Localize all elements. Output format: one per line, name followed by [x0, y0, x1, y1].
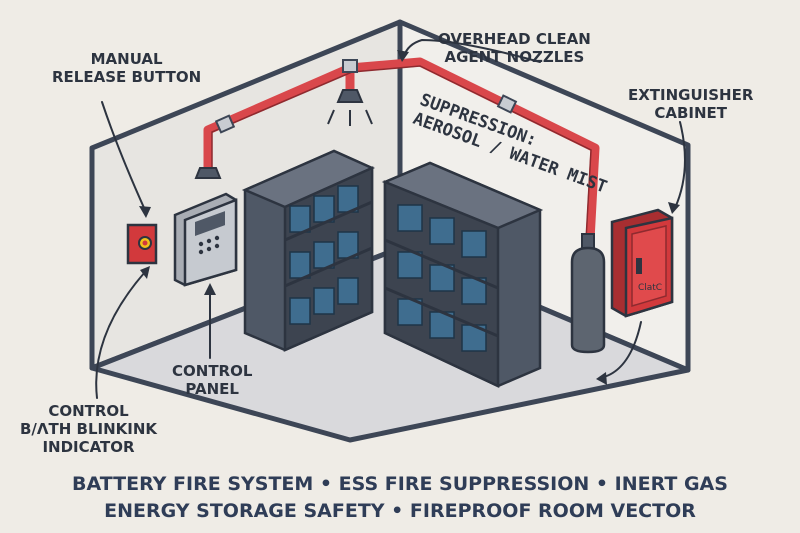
- footer-line-2: ENERGY STORAGE SAFETY • FIREPROOF ROOM V…: [104, 500, 696, 522]
- agent-cylinder: [570, 233, 606, 354]
- nozzle-left: [194, 167, 222, 179]
- extinguisher-cabinet-box: ClatC: [610, 208, 674, 318]
- extinguisher-cabinet-label: EXTINGUISHER CABINET: [628, 86, 754, 122]
- overhead-nozzles-label: OVERHEAD CLEAN AGENT NOZZLES: [438, 30, 591, 66]
- pipe-clamps: [214, 59, 518, 134]
- nozzle-center: [327, 89, 373, 126]
- manual-release-button: [126, 223, 158, 265]
- control-panel-label: CONTROL PANEL: [172, 362, 253, 398]
- control-panel-box: [173, 192, 238, 287]
- manual-release-label: MANUAL RELEASE BUTTON: [52, 50, 202, 86]
- arrowheads: [139, 50, 680, 385]
- footer-line-1: BATTERY FIRE SYSTEM • ESS FIRE SUPPRESSI…: [72, 473, 728, 495]
- cabinet-badge: ClatC: [638, 283, 662, 293]
- indicator-label: CONTROL B/ɅTH BLINKINK INDICATOR: [20, 402, 158, 456]
- battery-rack-right: [381, 161, 544, 388]
- battery-rack-left: [241, 149, 376, 352]
- pipe-outline: [211, 65, 592, 241]
